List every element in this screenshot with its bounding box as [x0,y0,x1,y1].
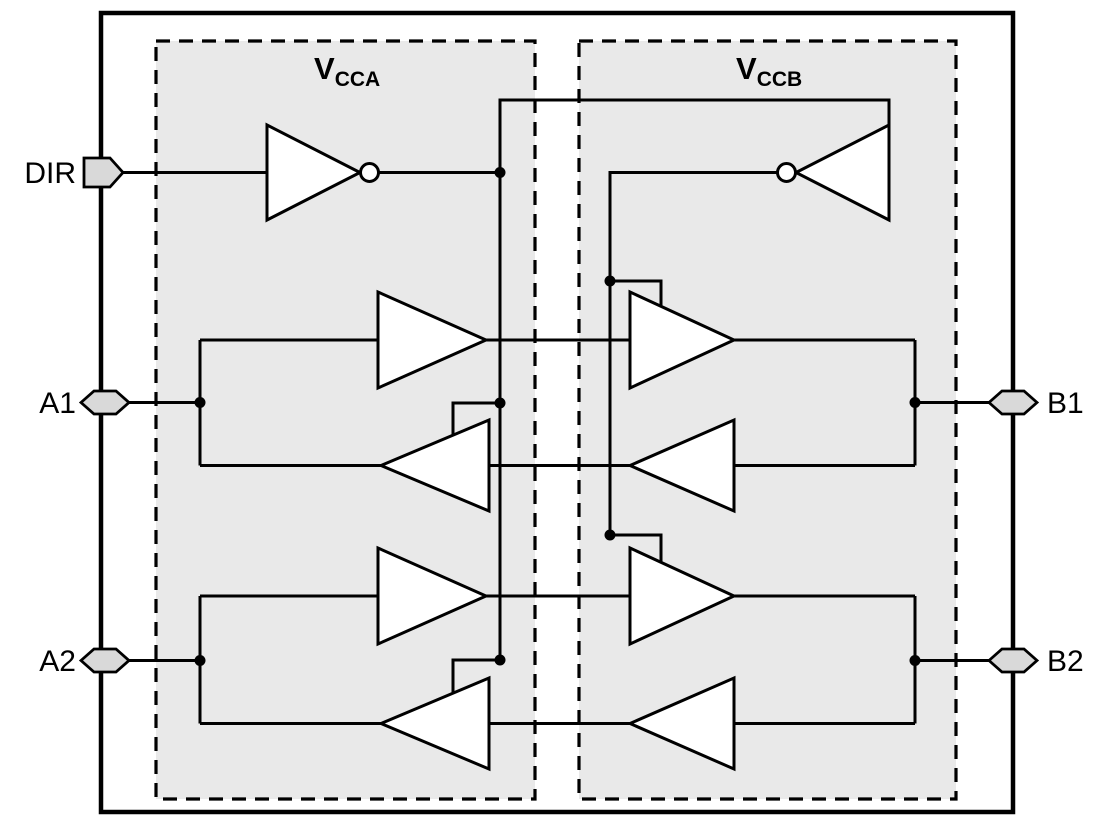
a2-output-buffer-enable-stub [451,658,500,694]
vccb-domain-region [577,39,958,801]
a1-pin [78,389,132,416]
b2-output-buffer-enable-stub [610,533,663,563]
dir-inverter-bubble [359,162,380,183]
a2-input-buffer [376,545,490,647]
junction-dot [909,397,921,408]
a2-pin-label: A2 [39,645,76,678]
pins [78,156,1040,674]
dir-inverter [265,122,364,223]
a2-pin [78,647,132,674]
b1-pin [986,389,1040,416]
b2-output-buffer [628,545,738,647]
dir-pin-label: DIR [24,157,76,190]
junction-dot [909,655,921,666]
b2-pin [986,647,1040,674]
junction-dot [494,167,506,178]
a1-output-buffer-enable-stub [451,401,500,437]
b1-pin-label: B1 [1047,387,1084,420]
a1-output-buffer [377,417,491,514]
a2-output-buffer [377,675,491,772]
buffers [265,122,891,772]
b2-pin-label: B2 [1047,645,1084,678]
junction-dot [194,397,206,408]
junction-dot [194,655,206,666]
dir-pin [82,156,125,189]
vccb-inverter [792,122,891,223]
b2-input-buffer [626,675,736,772]
vccb-label-main: V [736,51,757,86]
a1-input-buffer [376,289,490,391]
b1-input-buffer [626,417,736,514]
vccb-label-sub: CCB [757,68,803,91]
junction-dot [494,654,506,666]
junction-dot [604,275,616,287]
junction-dots [194,167,921,666]
enable-rail-b [608,171,778,535]
vcca-label-sub: CCA [335,68,381,91]
vccb-label: VCCB [736,51,802,91]
wires [123,98,989,725]
b1-output-buffer-enable-stub [610,279,663,307]
vccb-inverter-bubble [776,162,797,183]
a1-pin-label: A1 [39,387,76,420]
vcca-label: VCCA [314,51,380,91]
b1-output-buffer [628,289,738,391]
vcca-label-main: V [314,51,335,86]
junction-dot [604,529,616,541]
junction-dot [494,397,506,409]
